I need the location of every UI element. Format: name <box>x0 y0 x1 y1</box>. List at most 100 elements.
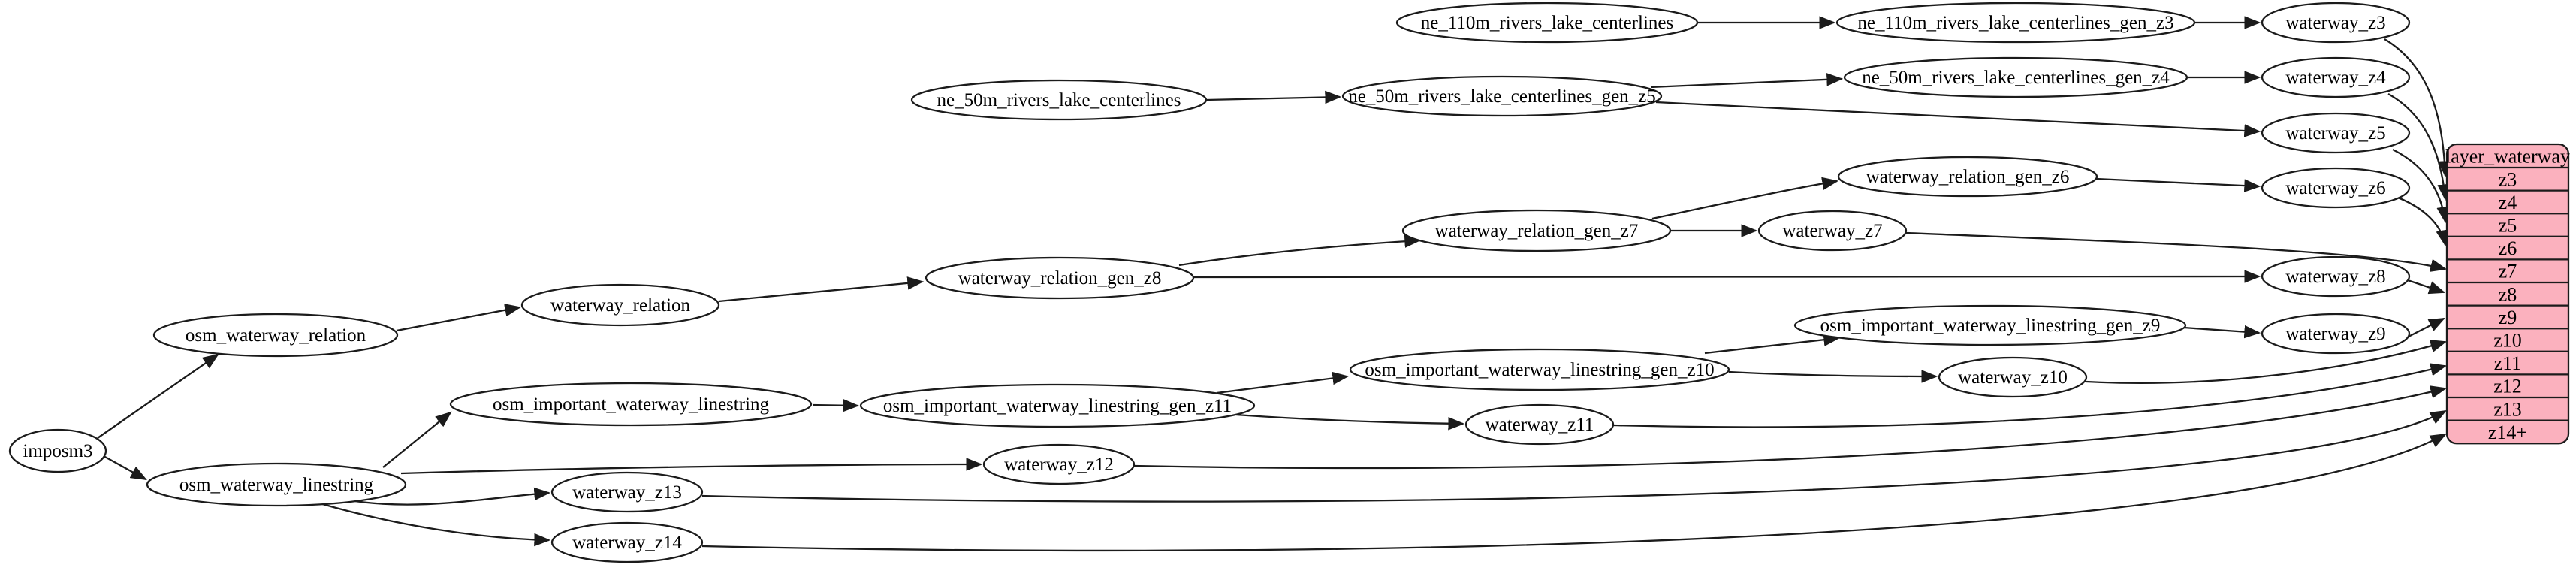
node-waterway_z12-label: waterway_z12 <box>1004 455 1114 475</box>
node-osm_waterway_linestring-ellipse <box>146 462 407 507</box>
node-osm_important_waterway_linestring: osm_important_waterway_linestring <box>449 382 813 427</box>
node-imposm3-label: imposm3 <box>23 441 92 461</box>
node-osm_important_waterway_linestring_gen_z9-ellipse <box>1793 304 2187 346</box>
node-ne_50m_rivers_lake_centerlines_gen_z4-label: ne_50m_rivers_lake_centerlines_gen_z4 <box>1862 68 2170 88</box>
node-imposm3-ellipse <box>8 428 107 473</box>
edge-waterway_relation-to-waterway_relation_gen_z8 <box>718 276 925 303</box>
node-waterway_z4-label: waterway_z4 <box>2285 68 2386 88</box>
edge-waterway_z9-to-layer_waterway:z9 <box>2406 317 2445 339</box>
node-ne_50m_rivers_lake_centerlines-label: ne_50m_rivers_lake_centerlines <box>937 90 1181 110</box>
node-waterway_z10: waterway_z10 <box>1938 356 2088 398</box>
edge-osm_important_waterway_linestring_gen_z9-to-waterway_z9 <box>2183 325 2261 339</box>
node-waterway_relation-label: waterway_relation <box>550 295 691 316</box>
node-waterway_z4: waterway_z4 <box>2261 56 2411 98</box>
node-ne_50m_rivers_lake_centerlines-ellipse <box>910 79 1208 121</box>
node-waterway_relation: waterway_relation <box>520 283 720 327</box>
edge-imposm3-to-osm_waterway_relation <box>97 353 219 439</box>
table-row-z4-label: z4 <box>2499 192 2517 213</box>
table-row-z3-label: z3 <box>2499 168 2517 190</box>
node-osm_important_waterway_linestring_gen_z10: osm_important_waterway_linestring_gen_z1… <box>1349 348 1730 391</box>
edge-waterway_z12-to-layer_waterway:z12 <box>1133 385 2448 470</box>
node-ne_110m_rivers_lake_centerlines_gen_z3: ne_110m_rivers_lake_centerlines_gen_z3 <box>1835 2 2196 44</box>
edge-waterway_z10-to-layer_waterway:z10 <box>2086 340 2448 384</box>
node-osm_waterway_relation-ellipse <box>152 313 399 358</box>
edge-osm_waterway_linestring-to-waterway_z14 <box>319 502 551 547</box>
node-waterway_z13-ellipse <box>550 471 704 513</box>
node-waterway_z3-ellipse <box>2261 2 2411 44</box>
node-waterway_z10-label: waterway_z10 <box>1958 367 2068 388</box>
node-waterway_z11: waterway_z11 <box>1464 403 1615 446</box>
node-waterway_relation-ellipse <box>520 283 720 327</box>
edge-waterway_z6-to-layer_waterway:z6 <box>2397 196 2449 247</box>
node-ne_50m_rivers_lake_centerlines: ne_50m_rivers_lake_centerlines <box>910 79 1208 121</box>
node-waterway_z8-label: waterway_z8 <box>2285 267 2385 287</box>
node-waterway_z4-ellipse <box>2261 56 2411 98</box>
edge-ne_50m_rivers_lake_centerlines-to-ne_50m_rivers_lake_centerlines_gen_z5 <box>1205 90 1342 104</box>
edge-osm_waterway_linestring-to-waterway_z12 <box>400 458 983 475</box>
table-layer_waterway: layer_waterwayz3z4z5z6z7z8z9z10z11z12z13… <box>2445 143 2570 445</box>
node-waterway_z14: waterway_z14 <box>550 521 704 563</box>
node-waterway_relation_gen_z7: waterway_relation_gen_z7 <box>1401 209 1672 252</box>
edge-waterway_z4-to-layer_waterway:z4 <box>2387 92 2451 201</box>
node-osm_waterway_relation: osm_waterway_relation <box>152 313 399 358</box>
node-ne_110m_rivers_lake_centerlines_gen_z3-ellipse <box>1835 2 2196 44</box>
node-osm_waterway_linestring: osm_waterway_linestring <box>146 462 407 507</box>
table-row-z8-label: z8 <box>2499 283 2517 305</box>
edge-osm_important_waterway_linestring_gen_z11-to-waterway_z11 <box>1235 413 1465 431</box>
edge-layer <box>97 16 2451 552</box>
node-osm_important_waterway_linestring_gen_z10-ellipse <box>1349 348 1730 391</box>
node-waterway_z3-label: waterway_z3 <box>2285 13 2385 33</box>
edge-ne_50m_rivers_lake_centerlines_gen_z5-to-waterway_z5 <box>1655 101 2261 137</box>
node-osm_important_waterway_linestring_gen_z11: osm_important_waterway_linestring_gen_z1… <box>859 383 1256 428</box>
edge-waterway_z3-to-layer_waterway:z3 <box>2384 38 2451 178</box>
node-waterway_z14-ellipse <box>550 521 704 563</box>
edge-waterway_relation_gen_z8-to-waterway_relation_gen_z7 <box>1178 234 1422 267</box>
node-waterway_z9: waterway_z9 <box>2261 313 2411 355</box>
node-osm_important_waterway_linestring_gen_z10-label: osm_important_waterway_linestring_gen_z1… <box>1365 360 1714 380</box>
node-osm_important_waterway_linestring_gen_z9: osm_important_waterway_linestring_gen_z9 <box>1793 304 2187 346</box>
node-ne_50m_rivers_lake_centerlines_gen_z5-label: ne_50m_rivers_lake_centerlines_gen_z5 <box>1348 86 1656 107</box>
node-waterway_relation_gen_z6-label: waterway_relation_gen_z6 <box>1866 167 2070 187</box>
node-waterway_z3: waterway_z3 <box>2261 2 2411 44</box>
edge-waterway_relation_gen_z7-to-waterway_relation_gen_z6 <box>1651 177 1839 220</box>
node-osm_waterway_linestring-label: osm_waterway_linestring <box>179 475 374 495</box>
node-waterway_z7: waterway_z7 <box>1757 210 1908 252</box>
node-ne_50m_rivers_lake_centerlines_gen_z5-ellipse <box>1341 75 1663 117</box>
edge-waterway_z14-to-layer_waterway:z14+ <box>701 433 2447 552</box>
node-waterway_relation_gen_z8-ellipse <box>925 256 1195 300</box>
node-waterway_z5-ellipse <box>2261 112 2411 154</box>
node-ne_50m_rivers_lake_centerlines_gen_z5: ne_50m_rivers_lake_centerlines_gen_z5 <box>1341 75 1663 117</box>
table-row-z14+-label: z14+ <box>2488 421 2527 443</box>
node-layer: imposm3 osm_waterway_relation osm_waterway… <box>8 2 2411 563</box>
node-waterway_z6-label: waterway_z6 <box>2285 178 2385 198</box>
table-layer_waterway-background <box>2445 143 2570 445</box>
node-waterway_relation_gen_z6: waterway_relation_gen_z6 <box>1837 156 2098 198</box>
node-ne_110m_rivers_lake_centerlines_gen_z3-label: ne_110m_rivers_lake_centerlines_gen_z3 <box>1857 13 2173 33</box>
node-osm_important_waterway_linestring_gen_z11-ellipse <box>859 383 1256 428</box>
node-waterway_z5-label: waterway_z5 <box>2285 123 2385 144</box>
node-waterway_z7-label: waterway_z7 <box>1782 221 1882 241</box>
table-row-z11-label: z11 <box>2494 352 2522 374</box>
node-osm_important_waterway_linestring-ellipse <box>449 382 813 427</box>
node-imposm3: imposm3 <box>8 428 107 473</box>
node-waterway_z11-label: waterway_z11 <box>1486 415 1594 435</box>
node-osm_important_waterway_linestring-label: osm_important_waterway_linestring <box>493 394 769 415</box>
node-waterway_z13: waterway_z13 <box>550 471 704 513</box>
edge-waterway_z5-to-layer_waterway:z5 <box>2392 148 2450 224</box>
table-row-z12-label: z12 <box>2493 376 2522 397</box>
node-waterway_relation_gen_z7-ellipse <box>1401 209 1672 252</box>
table-row-z5-label: z5 <box>2499 215 2517 237</box>
table-layer_waterway-title: layer_waterway <box>2445 146 2570 168</box>
edge-osm_waterway_relation-to-waterway_relation <box>396 304 522 332</box>
table-row-z6-label: z6 <box>2499 237 2517 259</box>
edge-waterway_z11-to-layer_waterway:z11 <box>1612 363 2448 428</box>
node-waterway_z10-ellipse <box>1938 356 2088 398</box>
edge-waterway_z13-to-layer_waterway:z13 <box>701 409 2447 503</box>
node-waterway_z12-ellipse <box>982 443 1136 485</box>
node-waterway_relation_gen_z6-ellipse <box>1837 156 2098 198</box>
node-waterway_z5: waterway_z5 <box>2261 112 2411 154</box>
edge-waterway_relation_gen_z8-to-waterway_z8 <box>1193 270 2261 283</box>
edge-osm_important_waterway_linestring_gen_z10-to-osm_important_waterway_linestring_gen_z9 <box>1704 333 1841 355</box>
edge-osm_important_waterway_linestring_gen_z11-to-osm_important_waterway_linestring_gen_z10 <box>1216 371 1350 394</box>
